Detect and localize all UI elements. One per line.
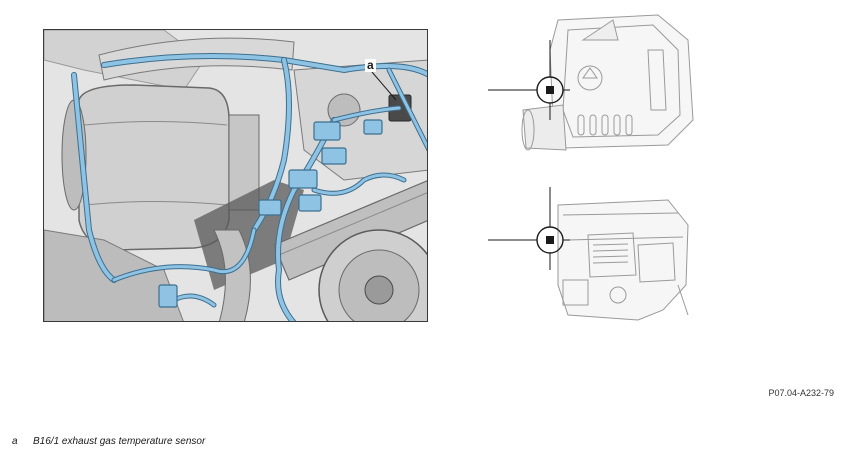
figure-code: P07.04-A232-79 xyxy=(768,388,834,398)
locator-side-view xyxy=(488,185,698,335)
legend-text: B16/1 exhaust gas temperature sensor xyxy=(33,436,206,447)
callout-letter-a: a xyxy=(365,58,376,72)
legend: a B16/1 exhaust gas temperature sensor xyxy=(12,436,205,447)
harness-connectors xyxy=(158,119,383,308)
engine-side-view-drawing xyxy=(488,187,689,321)
engine-bay-illustration xyxy=(43,29,428,322)
legend-key: a xyxy=(12,436,18,447)
locator-top-view xyxy=(488,10,698,155)
engine-bay-drawing xyxy=(44,30,427,321)
engine-top-view-drawing xyxy=(488,14,694,151)
